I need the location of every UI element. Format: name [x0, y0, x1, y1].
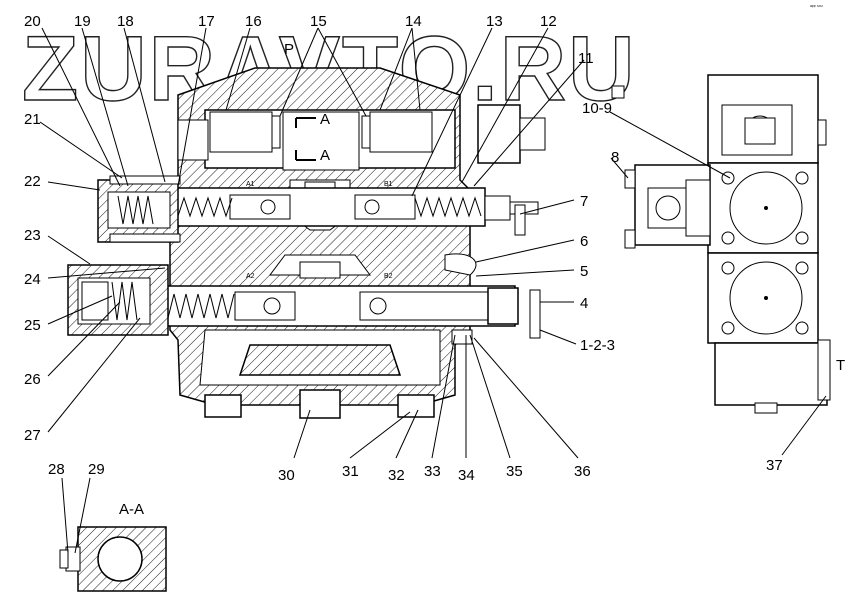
section-a-a	[59, 526, 167, 592]
part-32: 32	[388, 467, 405, 484]
section-a-a-title: A-A	[119, 501, 144, 518]
part-24: 24	[24, 271, 41, 288]
part-30: 30	[278, 467, 295, 484]
part-1-2-3: 1-2-3	[580, 337, 615, 354]
part-21: 21	[24, 111, 41, 128]
relief-valve-upper	[97, 175, 181, 243]
part-7: 7	[580, 193, 588, 210]
part-4: 4	[580, 295, 588, 312]
part-10-9: 10-9	[582, 100, 612, 117]
left-plug	[177, 119, 209, 161]
port-a2-label: A2	[246, 273, 255, 280]
part-27: 27	[24, 427, 41, 444]
part-16: 16	[245, 13, 262, 30]
port-fitting	[477, 104, 521, 164]
valve-body	[149, 67, 516, 406]
part-23: 23	[24, 227, 41, 244]
port-a1-label: A1	[246, 181, 255, 188]
port-b2-label: B2	[384, 273, 393, 280]
part-34: 34	[458, 467, 475, 484]
port-b1-label: B1	[384, 181, 393, 188]
part-12: 12	[540, 13, 557, 30]
part-19: 19	[74, 13, 91, 30]
port-p-label: P	[284, 41, 294, 58]
part-36: 36	[574, 463, 591, 480]
part-20: 20	[24, 13, 41, 30]
part-6: 6	[580, 233, 588, 250]
bottom-bolts	[204, 389, 435, 419]
part-22: 22	[24, 173, 41, 190]
part-13: 13	[486, 13, 503, 30]
part-31: 31	[342, 463, 359, 480]
part-26: 26	[24, 371, 41, 388]
part-28: 28	[48, 461, 65, 478]
part-18: 18	[117, 13, 134, 30]
corner-mark: ᵃᵖᵖ ˢᵒᵘ	[810, 4, 823, 10]
part-33: 33	[424, 463, 441, 480]
right-studs	[444, 204, 541, 345]
part-11: 11	[578, 50, 594, 67]
port-t-label: T	[836, 357, 845, 374]
section-a-upper-label: A	[320, 111, 330, 128]
section-a-lower-label: A	[320, 147, 330, 164]
part-37: 37	[766, 457, 783, 474]
part-25: 25	[24, 317, 41, 334]
part-35: 35	[506, 463, 523, 480]
part-8: 8	[611, 149, 619, 166]
labels: P T A A A1 B1 A2 B2 A-A 1-2-3 4 5 6 7 8 …	[24, 13, 845, 518]
part-29: 29	[88, 461, 105, 478]
part-5: 5	[580, 263, 588, 280]
port-fitting-cap	[519, 117, 546, 151]
relief-valve-lower	[67, 264, 169, 336]
side-view	[611, 74, 831, 414]
part-14: 14	[405, 13, 422, 30]
lower-spool	[149, 287, 519, 325]
part-15: 15	[310, 13, 327, 30]
part-17: 17	[198, 13, 215, 30]
leader-lines	[39, 27, 827, 554]
section-marks	[295, 117, 316, 161]
